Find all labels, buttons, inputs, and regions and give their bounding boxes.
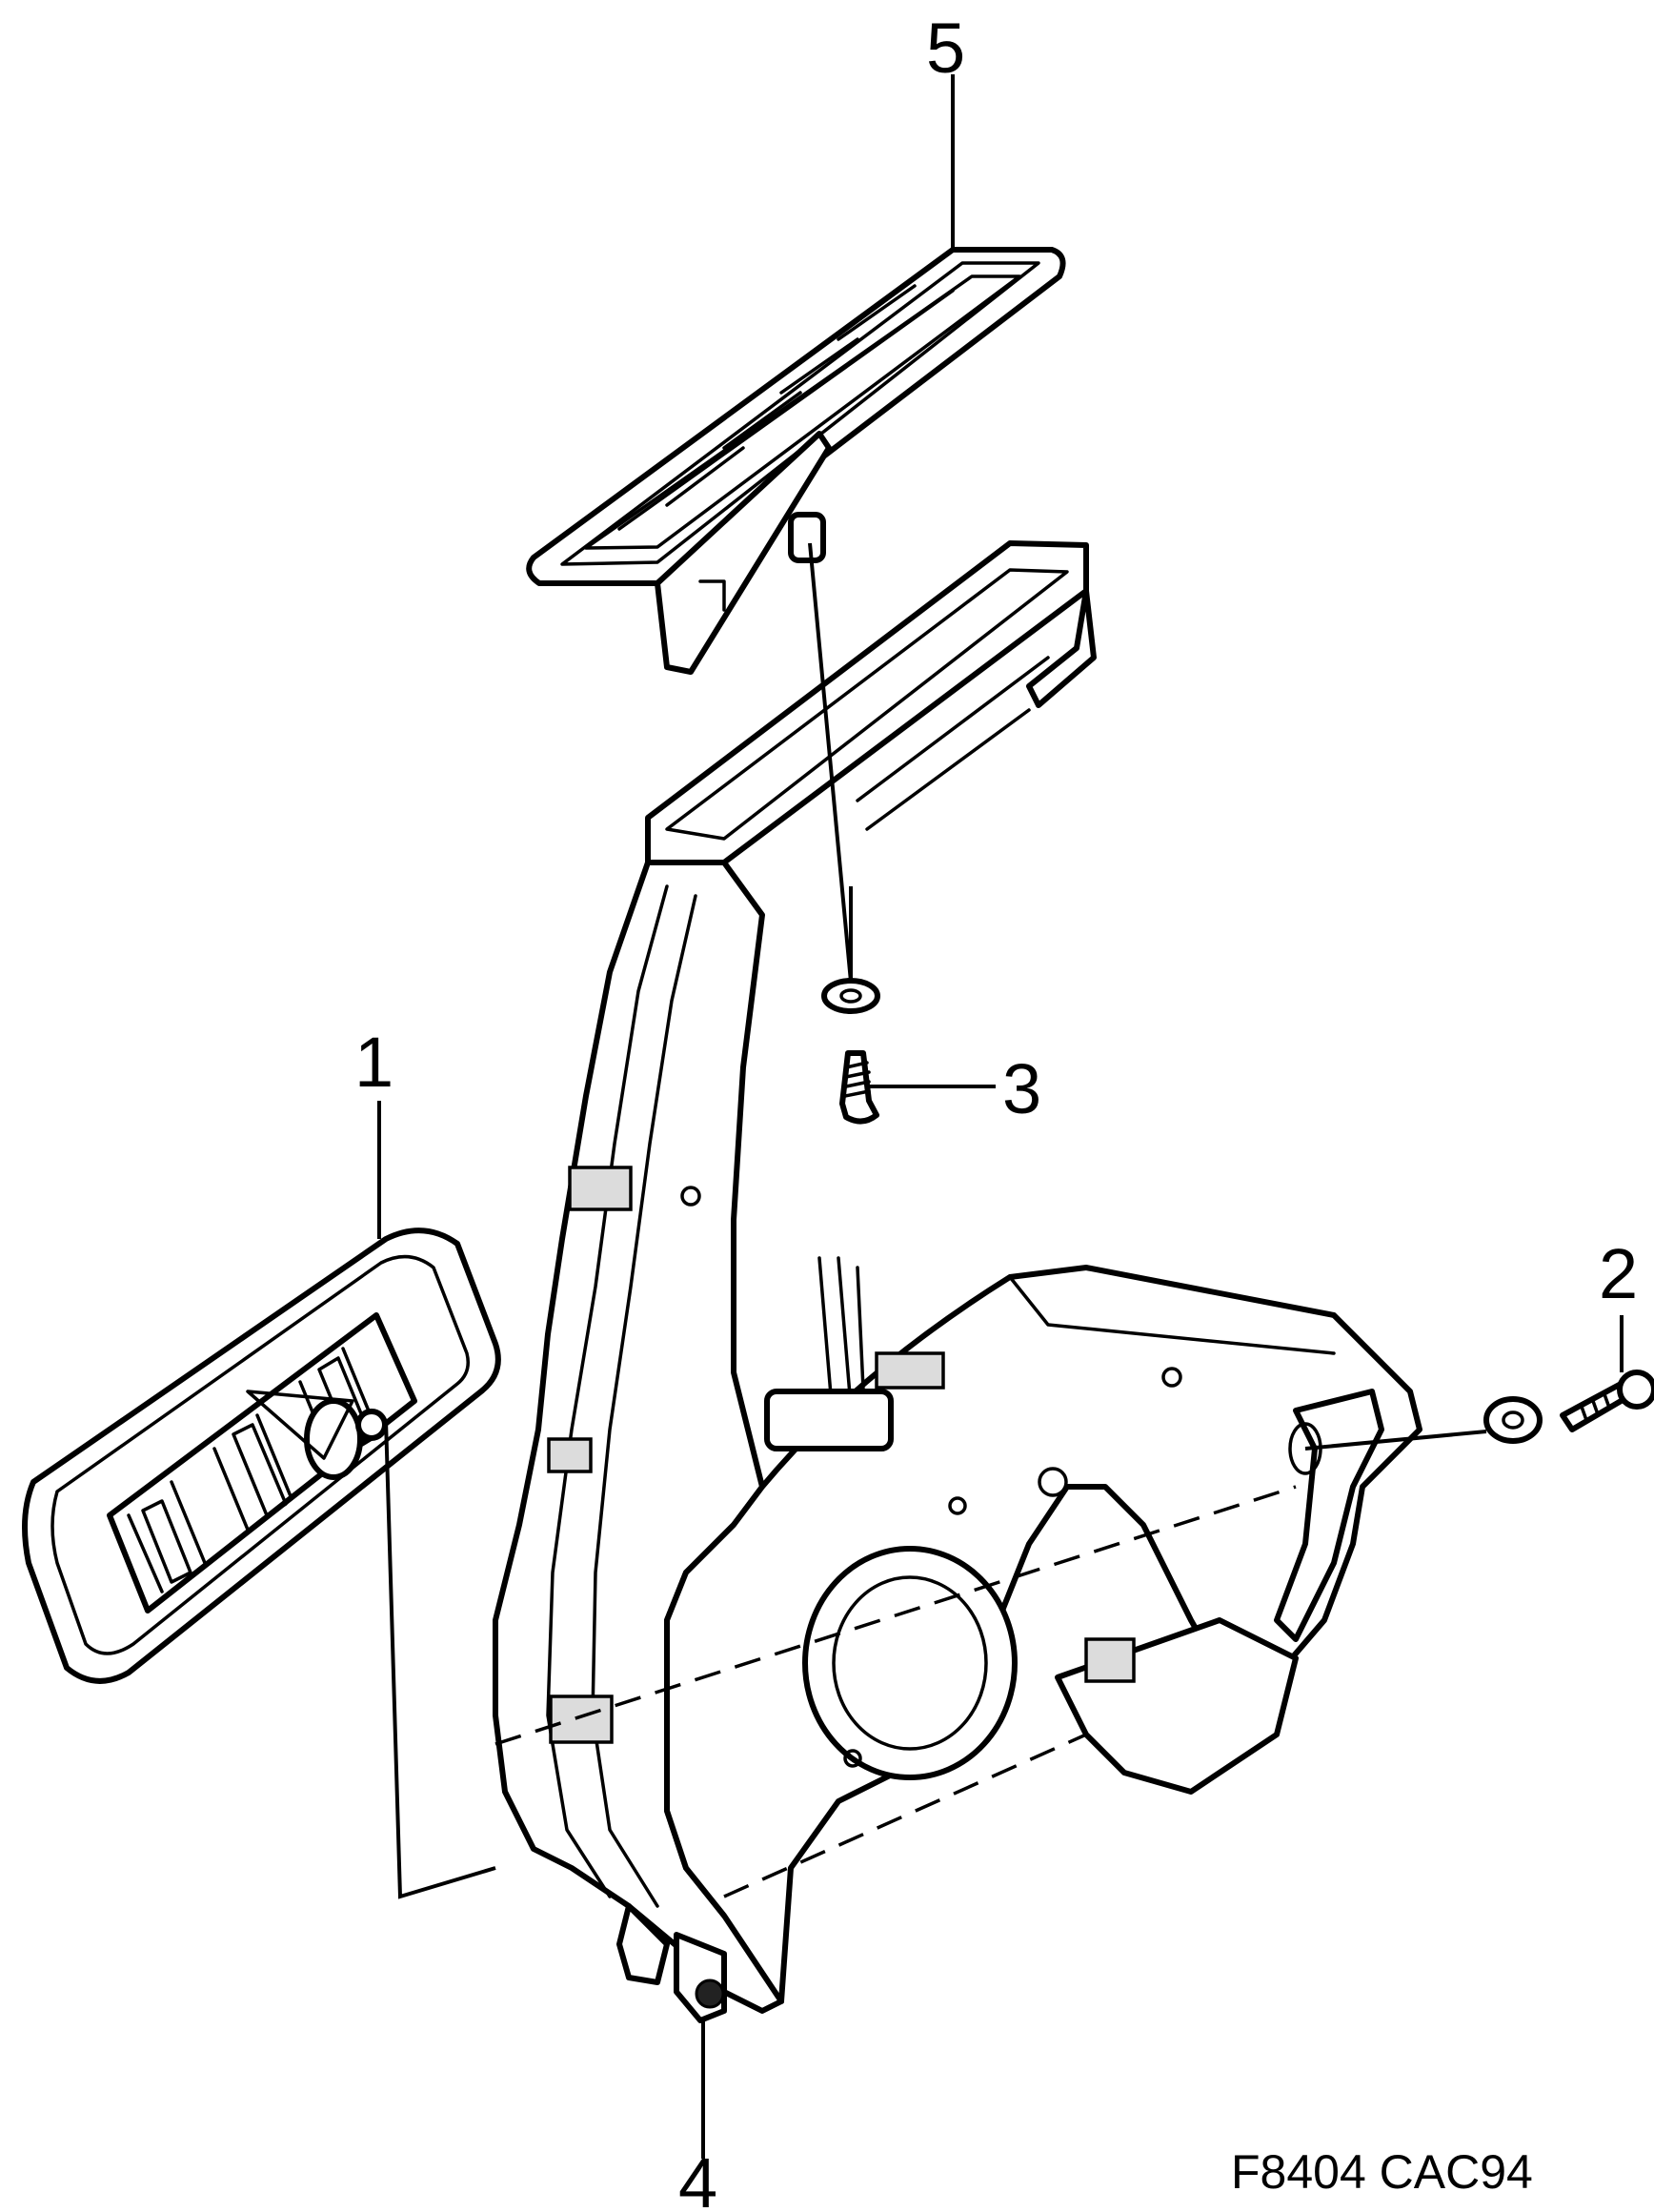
callout-2: 2 bbox=[1599, 1234, 1638, 1313]
callout-3: 3 bbox=[1002, 1049, 1041, 1128]
washer-2 bbox=[1483, 1396, 1543, 1444]
side-air-vent bbox=[22, 1228, 501, 1684]
heater-duct-housing bbox=[493, 540, 1422, 2023]
screw-3 bbox=[839, 1050, 879, 1125]
callout-4: 4 bbox=[678, 2143, 717, 2212]
callout-5: 5 bbox=[926, 9, 965, 88]
figure-code: F8404 CAC94 bbox=[1231, 2145, 1533, 2199]
washer-3 bbox=[821, 978, 880, 1014]
top-vent-grille bbox=[526, 247, 1066, 675]
assembly-lines bbox=[377, 74, 1624, 2159]
screw-2 bbox=[1560, 1370, 1654, 1432]
callout-1: 1 bbox=[354, 1023, 393, 1102]
